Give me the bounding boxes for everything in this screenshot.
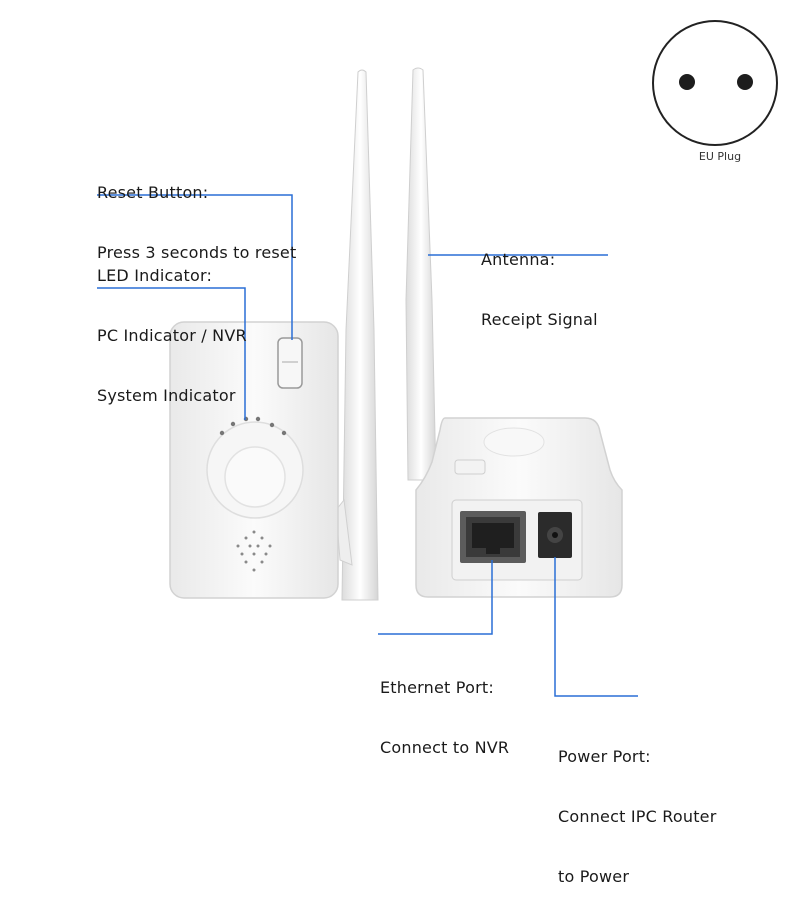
eu-plug-caption: EU Plug [698,150,742,163]
reset-callout-desc: Press 3 seconds to reset [97,243,297,262]
ethernet-callout: Ethernet Port: Connect to NVR [380,638,509,778]
eu-plug-icon [652,20,778,146]
led-callout-line2: PC Indicator / NVR [97,326,247,345]
ethernet-callout-desc: Connect to NVR [380,738,510,757]
router-back-view [415,417,623,598]
antenna-left [335,69,379,601]
led-callout: LED Indicator: PC Indicator / NVR System… [97,226,247,426]
router-front-view [169,321,339,599]
reset-callout: Reset Button: Press 3 seconds to reset [97,143,296,283]
reset-callout-title: Reset Button: [97,183,209,202]
antenna-callout: Antenna: Receipt Signal [481,210,598,350]
led-callout-line3: System Indicator [97,386,236,405]
power-callout-line2: Connect IPC Router [558,807,717,826]
antenna-callout-desc: Receipt Signal [481,310,598,329]
antenna-callout-title: Antenna: [481,250,556,269]
led-callout-title: LED Indicator: [97,266,213,285]
power-callout: Power Port: Connect IPC Router to Power [558,707,717,907]
power-callout-title: Power Port: [558,747,651,766]
callout-lines [97,194,638,697]
product-illustration [97,20,778,697]
power-callout-line3: to Power [558,867,630,886]
antenna-right [405,67,437,481]
ethernet-callout-title: Ethernet Port: [380,678,494,697]
